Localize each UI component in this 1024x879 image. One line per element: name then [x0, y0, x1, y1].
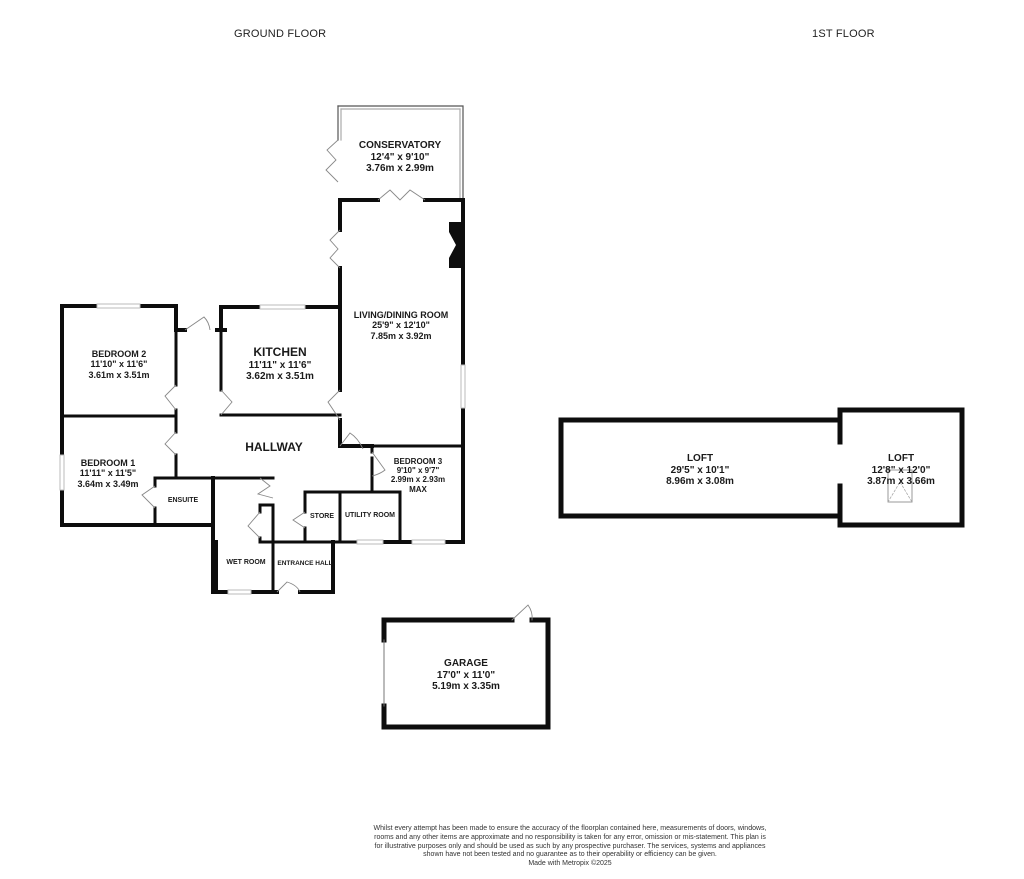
disclaimer-credit: Made with Metropix ©2025: [528, 860, 612, 867]
room-conservatory: CONSERVATORY 12'4" x 9'10" 3.76m x 2.99m: [358, 140, 442, 174]
room-ensuite: ENSUITE: [167, 497, 199, 504]
room-living-dining: LIVING/DINING ROOM 25'9" x 12'10" 7.85m …: [353, 310, 449, 341]
room-bedroom-2: BEDROOM 2 11'10" x 11'6" 3.61m x 3.51m: [88, 349, 150, 380]
loft-walls: [558, 407, 965, 528]
room-utility: UTILITY ROOM: [344, 512, 396, 519]
disclaimer: Whilst every attempt has been made to en…: [370, 825, 770, 869]
conservatory-frame: [337, 105, 464, 201]
room-loft-2: LOFT 12'8" x 12'0" 3.87m x 3.66m: [867, 453, 935, 487]
doors: [141, 139, 426, 593]
room-entrance-hall: ENTRANCE HALL: [277, 560, 333, 567]
room-bedroom-1: BEDROOM 1 11'11" x 11'5" 3.64m x 3.49m: [77, 458, 139, 489]
room-store: STORE: [310, 513, 334, 520]
room-garage: GARAGE 17'0" x 11'0" 5.19m x 3.35m: [432, 658, 500, 692]
room-hallway: HALLWAY: [245, 440, 303, 454]
room-loft-1: LOFT 29'5" x 10'1" 8.96m x 3.08m: [666, 453, 734, 487]
garage-walls: [381, 604, 551, 730]
ground-floor-title: GROUND FLOOR: [234, 28, 327, 40]
room-kitchen: KITCHEN 11'11" x 11'6" 3.62m x 3.51m: [246, 345, 314, 383]
first-floor-title: 1ST FLOOR: [812, 28, 875, 40]
ground-floor-walls: [60, 105, 465, 594]
room-bedroom-3: BEDROOM 3 9'10" x 9'7" 2.99m x 2.93m MAX: [390, 457, 446, 494]
room-wet-room: WET ROOM: [226, 559, 266, 566]
disclaimer-text: Whilst every attempt has been made to en…: [373, 825, 767, 859]
windows: [59, 303, 466, 595]
